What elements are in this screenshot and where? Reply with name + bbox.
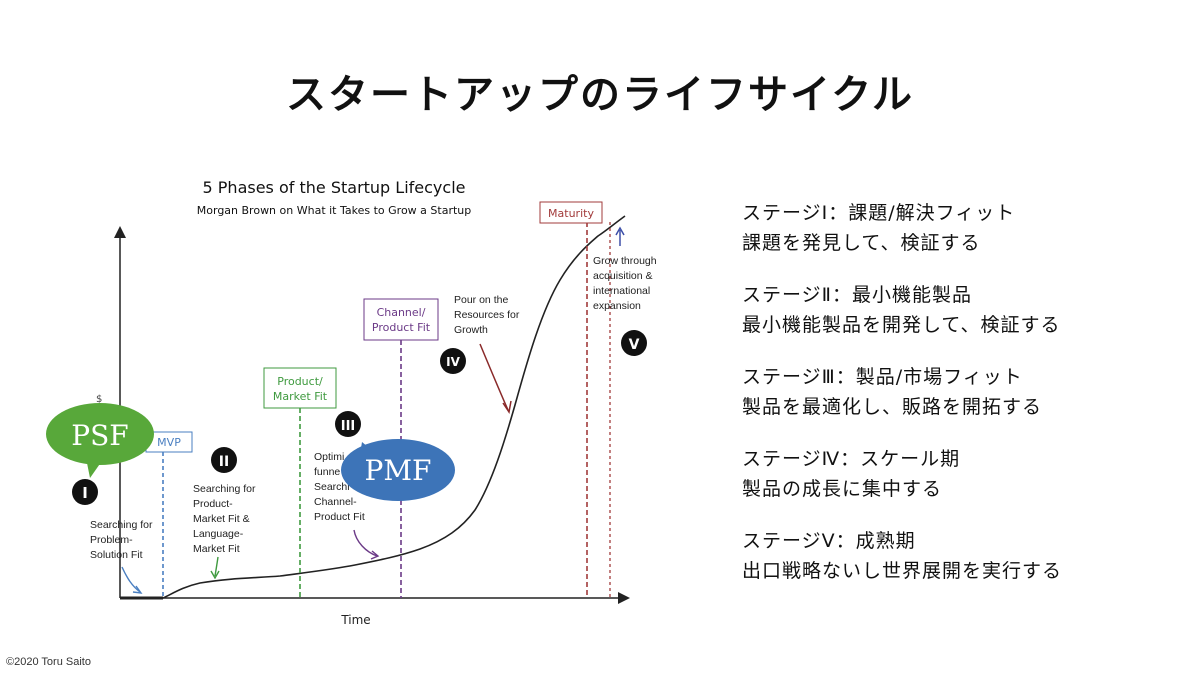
phase2-note-5: Market Fit	[193, 543, 240, 555]
stage-4-desc: 製品の成長に集中する	[742, 478, 943, 500]
cpf-box-line2: Product Fit	[372, 321, 431, 334]
psf-label: PSF	[71, 419, 128, 452]
stage-1-desc: 課題を発見して、検証する	[742, 232, 981, 254]
phase5-note-4: expansion	[593, 300, 641, 312]
phase4-note-2: Resources for	[454, 309, 520, 321]
phase3-note-1: Optimi	[314, 451, 344, 463]
phase1-note-1: Searching for	[90, 519, 153, 531]
phase-marker-5: V	[621, 330, 647, 356]
pmf-label: PMF	[365, 454, 432, 487]
phase-marker-2: II	[211, 447, 237, 473]
mvp-label: MVP	[157, 436, 181, 449]
stage-3-desc: 製品を最適化し、販路を開拓する	[742, 396, 1043, 418]
pmf-bubble: PMF	[341, 439, 455, 501]
stage-2-desc: 最小機能製品を開発して、検証する	[742, 314, 1061, 336]
phase2-note-3: Market Fit &	[193, 513, 250, 525]
phase3-note-5: Product Fit	[314, 511, 365, 523]
svg-text:I: I	[82, 484, 88, 502]
stage-2-heading: ステージⅡ：最小機能製品	[742, 284, 972, 306]
phase1-note-2: Problem-	[90, 534, 133, 546]
psf-bubble: PSF	[46, 403, 154, 478]
x-axis-label: Time	[340, 613, 370, 627]
phase1-arrowhead	[132, 585, 143, 594]
pmf-box-line1: Product/	[277, 375, 323, 388]
diagram-subtitle: Morgan Brown on What it Takes to Grow a …	[197, 204, 471, 217]
phase4-note-3: Growth	[454, 324, 488, 336]
phase5-note-2: acquisition &	[593, 270, 653, 282]
phase4-arrowhead	[502, 400, 512, 414]
phase5-arrowhead	[615, 226, 625, 236]
phase2-note-1: Searching for	[193, 483, 256, 495]
pmf-box-line2: Market Fit	[273, 390, 328, 403]
stage-1: ステージⅠ：課題/解決フィット 課題を発見して、検証する	[742, 198, 1192, 258]
stage-1-heading: ステージⅠ：課題/解決フィット	[742, 202, 1016, 224]
channel-product-fit-box: Channel/ Product Fit	[363, 298, 439, 341]
stage-2: ステージⅡ：最小機能製品 最小機能製品を開発して、検証する	[742, 280, 1192, 340]
svg-text:III: III	[341, 419, 356, 434]
phase2-note-4: Language-	[193, 528, 244, 540]
svg-text:V: V	[629, 337, 640, 353]
stage-4-heading: ステージⅣ：スケール期	[742, 448, 961, 470]
phase3-arrow	[353, 529, 378, 557]
stage-3-heading: ステージⅢ：製品/市場フィット	[742, 366, 1023, 388]
maturity-label: Maturity	[548, 207, 594, 220]
stage-list: ステージⅠ：課題/解決フィット 課題を発見して、検証する ステージⅡ：最小機能製…	[742, 198, 1192, 608]
phase5-note-1: Grow through	[593, 255, 657, 267]
stage-3: ステージⅢ：製品/市場フィット 製品を最適化し、販路を開拓する	[742, 362, 1192, 422]
phase3-note-4: Channel-	[314, 496, 357, 508]
phase2-arrow	[214, 556, 219, 577]
cpf-box-line1: Channel/	[377, 306, 426, 319]
phase-marker-1: I	[72, 479, 98, 505]
stage-5: ステージⅤ：成熟期 出口戦略ないし世界展開を実行する	[742, 526, 1192, 586]
phase3-note-3: Searchi	[314, 481, 350, 493]
phase2-note-2: Product-	[193, 498, 233, 510]
stage-5-heading: ステージⅤ：成熟期	[742, 530, 916, 552]
phase3-note-2: funne	[314, 466, 340, 478]
maturity-box: Maturity	[539, 201, 603, 224]
phase-marker-3: III	[335, 411, 361, 437]
product-market-fit-box: Product/ Market Fit	[263, 367, 337, 409]
phase2-arrowhead	[210, 570, 220, 580]
y-axis-label-fragment: $	[96, 394, 102, 405]
growth-curve	[120, 215, 626, 599]
stage-4: ステージⅣ：スケール期 製品の成長に集中する	[742, 444, 1192, 504]
stage-5-desc: 出口戦略ないし世界展開を実行する	[742, 560, 1063, 582]
svg-text:II: II	[219, 454, 229, 470]
phase5-note-3: international	[593, 285, 650, 297]
diagram-title: 5 Phases of the Startup Lifecycle	[203, 178, 466, 197]
phase4-arrow	[479, 343, 509, 411]
copyright: ©2020 Toru Saito	[6, 656, 91, 668]
svg-text:IV: IV	[446, 355, 460, 369]
phase-marker-4: IV	[440, 348, 466, 374]
phase4-note-1: Pour on the	[454, 294, 508, 306]
phase3-arrowhead	[370, 550, 380, 560]
phase1-arrow	[121, 566, 141, 593]
slide-title: スタートアップのライフサイクル	[286, 72, 914, 118]
phase1-note-3: Solution Fit	[90, 549, 143, 561]
